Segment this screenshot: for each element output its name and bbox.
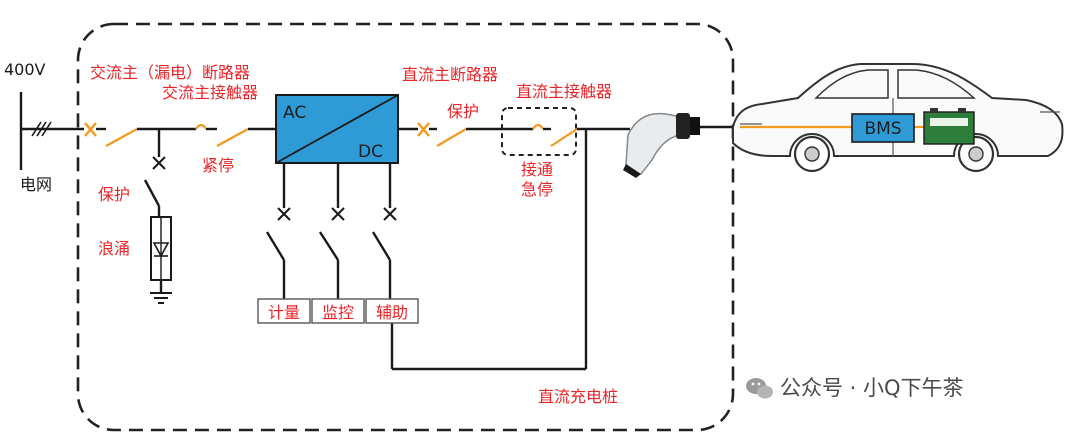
ac-contactor-label: 交流主接触器	[162, 83, 258, 102]
module-auxiliary-label: 辅助	[376, 303, 408, 322]
module-branches	[265, 163, 397, 299]
dc-contactor-label: 直流主接触器	[516, 82, 612, 101]
dc-contactor-blade	[550, 128, 578, 147]
module-monitoring-label: 监控	[322, 303, 354, 322]
pile-label: 直流充电桩	[538, 387, 618, 406]
surge-label: 浪涌	[98, 239, 130, 258]
dc-breaker-symbol	[417, 122, 430, 137]
three-phase-mark	[31, 121, 52, 137]
dc-contactor-interlock-box	[501, 107, 577, 156]
emergency-stop-label: 紧停	[202, 156, 234, 175]
electric-car	[732, 63, 1064, 173]
ac-breaker-symbol	[84, 122, 97, 137]
module-box-metering	[257, 298, 311, 324]
charging-gun-icon	[623, 112, 740, 178]
dc-contact-symbol	[532, 123, 544, 130]
ac-breaker-blade	[105, 128, 138, 147]
battery-icon	[923, 108, 975, 145]
dc-breaker-label: 直流主断路器	[402, 65, 498, 84]
interlock-label-1: 接通	[521, 160, 553, 179]
grid-voltage: 400V	[4, 60, 46, 79]
module-box-monitoring	[311, 298, 365, 324]
surge-x-mark	[152, 156, 166, 170]
dc-breaker-blade	[436, 128, 467, 147]
module-metering-label: 计量	[268, 303, 300, 322]
converter-ac-label: AC	[283, 103, 306, 123]
surge-switch-blade	[143, 179, 161, 207]
ac-contact-symbol	[195, 123, 207, 130]
dc-protect-label: 保护	[447, 102, 479, 121]
pile-boundary	[76, 22, 735, 432]
bms-label: BMS	[864, 119, 901, 139]
interlock-label-2: 急停	[521, 180, 553, 199]
module-box-auxiliary	[365, 298, 419, 324]
surge-protect-label: 保护	[98, 185, 130, 204]
watermark-text: 公众号 · 小Q下午茶	[780, 376, 964, 400]
ground-icon	[150, 292, 172, 304]
grid-label: 电网	[20, 175, 52, 194]
bms-box	[851, 113, 915, 143]
wechat-icon	[746, 378, 773, 399]
ac-contactor-blade	[216, 128, 249, 147]
ac-breaker-label: 交流主（漏电）断路器	[90, 63, 250, 82]
converter-dc-label: DC	[358, 142, 383, 162]
